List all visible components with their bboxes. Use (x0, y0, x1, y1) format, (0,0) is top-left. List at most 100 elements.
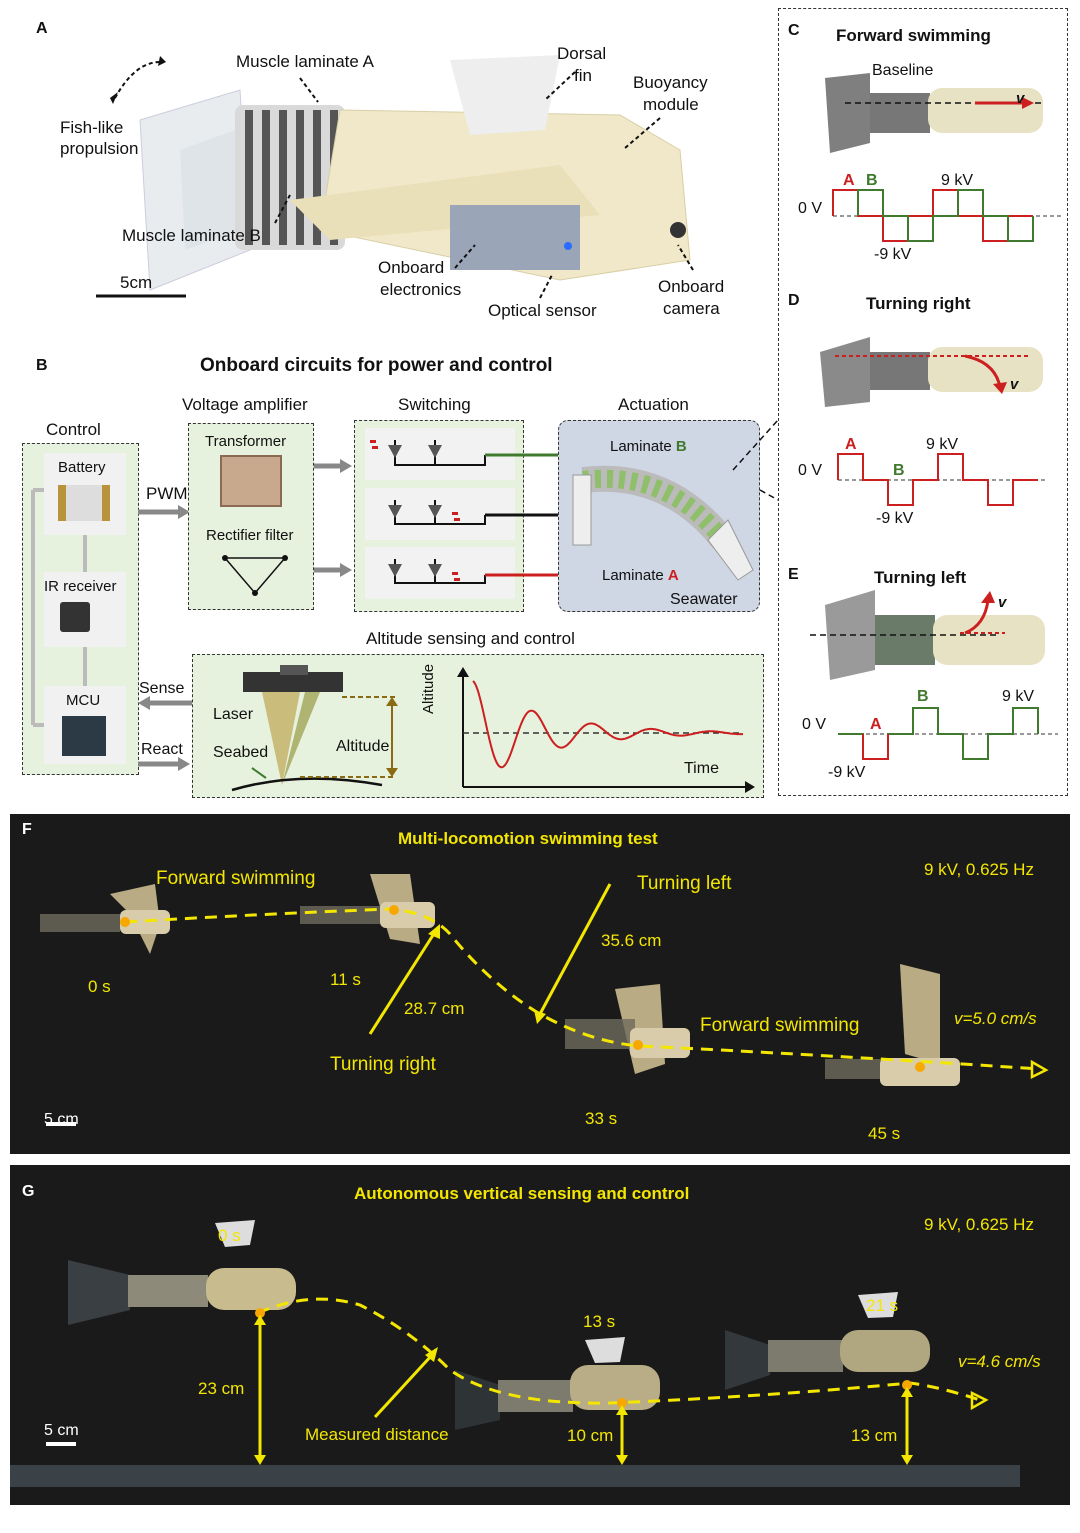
panel-f-scale-label: 5 cm (44, 1111, 79, 1128)
panel-g-height-1: 10 cm (567, 1426, 614, 1445)
laminate-b-word: Laminate (610, 438, 672, 455)
scale-bar-a-label: 5cm (120, 273, 153, 292)
altitude-plot (457, 667, 755, 793)
panel-f-time-1: 11 s (330, 970, 361, 989)
robot-illustration (96, 55, 694, 299)
panel-b-title: Onboard circuits for power and control (200, 355, 553, 376)
mcu-card: MCU (44, 686, 126, 764)
label-optical-sensor: Optical sensor (488, 301, 597, 320)
panel-e-title: Turning left (874, 568, 967, 587)
cde-frame (778, 8, 1068, 796)
label-dorsal: Dorsal (557, 44, 607, 63)
panel-g-scale-label: 5 cm (44, 1422, 79, 1439)
robot-d-illustration (820, 337, 1043, 407)
waveform-e (838, 707, 1058, 760)
laminate-b-letter: B (675, 438, 687, 455)
rectifier-schematic (222, 555, 288, 596)
panel-g-params: 9 kV, 0.625 Hz (924, 1215, 1034, 1234)
ir-receiver-icon (60, 602, 90, 632)
panel-label-f: F (22, 821, 32, 838)
label-fish-like: Fish-like (60, 118, 124, 137)
panel-d-neg: -9 kV (876, 510, 914, 527)
ir-receiver-label: IR receiver (44, 578, 117, 595)
panel-f-title: Multi-locomotion swimming test (398, 829, 658, 848)
control-bus (31, 459, 352, 771)
panel-label-a: A (36, 20, 48, 37)
panel-c-v: v (1016, 90, 1025, 107)
mcu-label: MCU (66, 692, 101, 709)
altitude-arrow-label: Altitude (336, 738, 390, 755)
panel-e-pos: 9 kV (1002, 688, 1035, 705)
altitude-title: Altitude sensing and control (366, 629, 575, 648)
panel-f-time-2: 33 s (585, 1109, 618, 1128)
laser-label: Laser (213, 706, 254, 723)
panel-g-height-2: 13 cm (851, 1426, 898, 1445)
panel-d-v: v (1010, 376, 1019, 393)
panel-c-title: Forward swimming (836, 26, 991, 45)
panel-e-b: B (917, 688, 929, 705)
mcu-chip-icon (62, 716, 106, 756)
rectifier-label: Rectifier filter (206, 527, 294, 544)
panel-d-a: A (845, 436, 857, 453)
panel-label-g: G (22, 1183, 35, 1200)
panel-d-zero: 0 V (798, 462, 823, 479)
laser-diagram (231, 665, 398, 792)
switching-title: Switching (398, 395, 471, 414)
panel-g-scene (10, 1220, 1020, 1487)
panel-label-b: B (36, 357, 48, 374)
label-onboard-electronics-2: electronics (380, 280, 462, 299)
react-label: React (141, 741, 183, 758)
laminate-a-letter: A (667, 567, 679, 584)
actuation-title: Actuation (618, 395, 689, 414)
robot-e-illustration (810, 590, 1045, 680)
panel-c-a: A (843, 172, 855, 189)
waveform-d (837, 453, 1048, 506)
voltage-amp-box (188, 423, 314, 610)
sense-label: Sense (139, 680, 185, 697)
panel-c-neg: -9 kV (874, 246, 912, 263)
control-title: Control (46, 420, 101, 439)
label-onboard-camera-2: camera (663, 299, 720, 318)
damped-oscillation-curve (472, 680, 743, 769)
label-onboard-electronics-1: Onboard (378, 258, 445, 277)
battery-label: Battery (58, 459, 106, 476)
label-buoyancy: Buoyancy (633, 73, 708, 92)
panel-d-title: Turning right (866, 294, 971, 313)
panel-g-time-2: 21 s (866, 1296, 899, 1315)
label-muscle-b: Muscle laminate B (122, 226, 261, 245)
transformer-icon (220, 455, 282, 507)
panel-label-d: D (788, 292, 800, 309)
panel-f-params: 9 kV, 0.625 Hz (924, 860, 1034, 879)
panel-f-dist-1: 35.6 cm (601, 931, 662, 950)
seabed-label: Seabed (213, 744, 269, 761)
battery-icon (58, 485, 110, 521)
panel-label-c: C (788, 22, 800, 39)
actuation-box (558, 420, 760, 612)
panel-f-turn-left: Turning left (637, 873, 732, 894)
seawater-label: Seawater (670, 591, 738, 608)
panel-c-baseline: Baseline (872, 62, 934, 79)
laminate-illustration (572, 465, 754, 581)
panel-c-pos: 9 kV (941, 172, 974, 189)
label-muscle-a: Muscle laminate A (236, 52, 374, 71)
panel-c-b: B (866, 172, 878, 189)
laminate-a-word: Laminate (602, 567, 664, 584)
switching-circuits (365, 428, 602, 599)
laminate-b-label: Laminate B (610, 438, 687, 455)
panel-f-scene (40, 874, 1049, 1126)
voltage-amp-title: Voltage amplifier (182, 395, 308, 414)
panel-e-neg: -9 kV (828, 764, 866, 781)
altitude-axis-x: Time (684, 760, 719, 777)
panel-g-measured: Measured distance (305, 1425, 449, 1444)
panel-f-photo (10, 814, 1070, 1154)
label-module: module (643, 95, 699, 114)
label-fin: fin (574, 66, 592, 85)
laminate-a-label: Laminate A (602, 567, 679, 584)
panel-label-e: E (788, 566, 799, 583)
panel-f-time-0: 0 s (88, 977, 111, 996)
panel-g-time-1: 13 s (583, 1312, 616, 1331)
panel-g-height-0: 23 cm (198, 1379, 245, 1398)
panel-g-time-0: 0 s (218, 1226, 241, 1245)
panel-f-time-3: 45 s (868, 1124, 901, 1143)
robot-c-illustration (825, 73, 1045, 153)
